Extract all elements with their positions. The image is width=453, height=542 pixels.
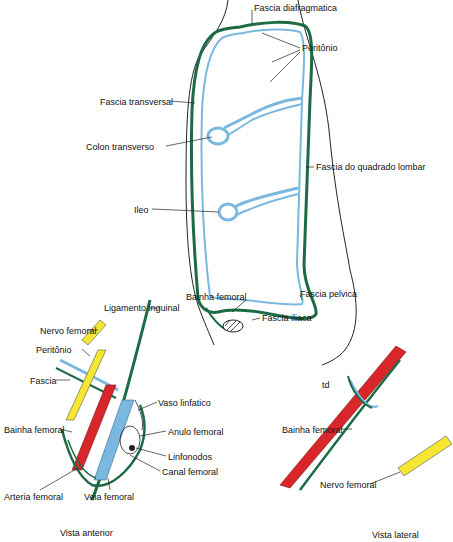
part-label: Ileo (134, 205, 149, 215)
part-label: Peritônio (302, 43, 338, 53)
part-label: Fascia diafragmatica (254, 3, 337, 13)
part-label: Ligamento inguinal (104, 303, 180, 313)
part-label: Fascia transversal (100, 97, 173, 107)
part-label: Veia femoral (84, 492, 134, 502)
part-label: Nervo femoral (320, 480, 377, 490)
part-label: Peritônio (36, 345, 72, 355)
part-label: Vaso linfatico (158, 398, 211, 408)
part-label: Nervo femoral (40, 326, 97, 336)
part-label: Canal femoral (162, 467, 218, 477)
part-label: Fascia pelvica (300, 289, 357, 299)
part-label: Bainha femoral (4, 425, 65, 435)
part-label: Bainha femoral (186, 292, 247, 302)
part-label: td (322, 380, 330, 390)
part-label: Vista lateral (372, 530, 419, 540)
part-label: Fascia iliaca (262, 313, 312, 323)
part-label: Fascia (30, 376, 57, 386)
part-label: Colon transverso (86, 142, 154, 152)
part-label: Fascia do quadrado lombar (316, 162, 426, 172)
part-label: Anulo femoral (168, 427, 224, 437)
part-label: Vista anterior (60, 528, 113, 538)
part-label: Arteria femoral (4, 492, 63, 502)
part-label: Linfonodos (168, 452, 212, 462)
part-label: Bainha femoral (282, 425, 343, 435)
